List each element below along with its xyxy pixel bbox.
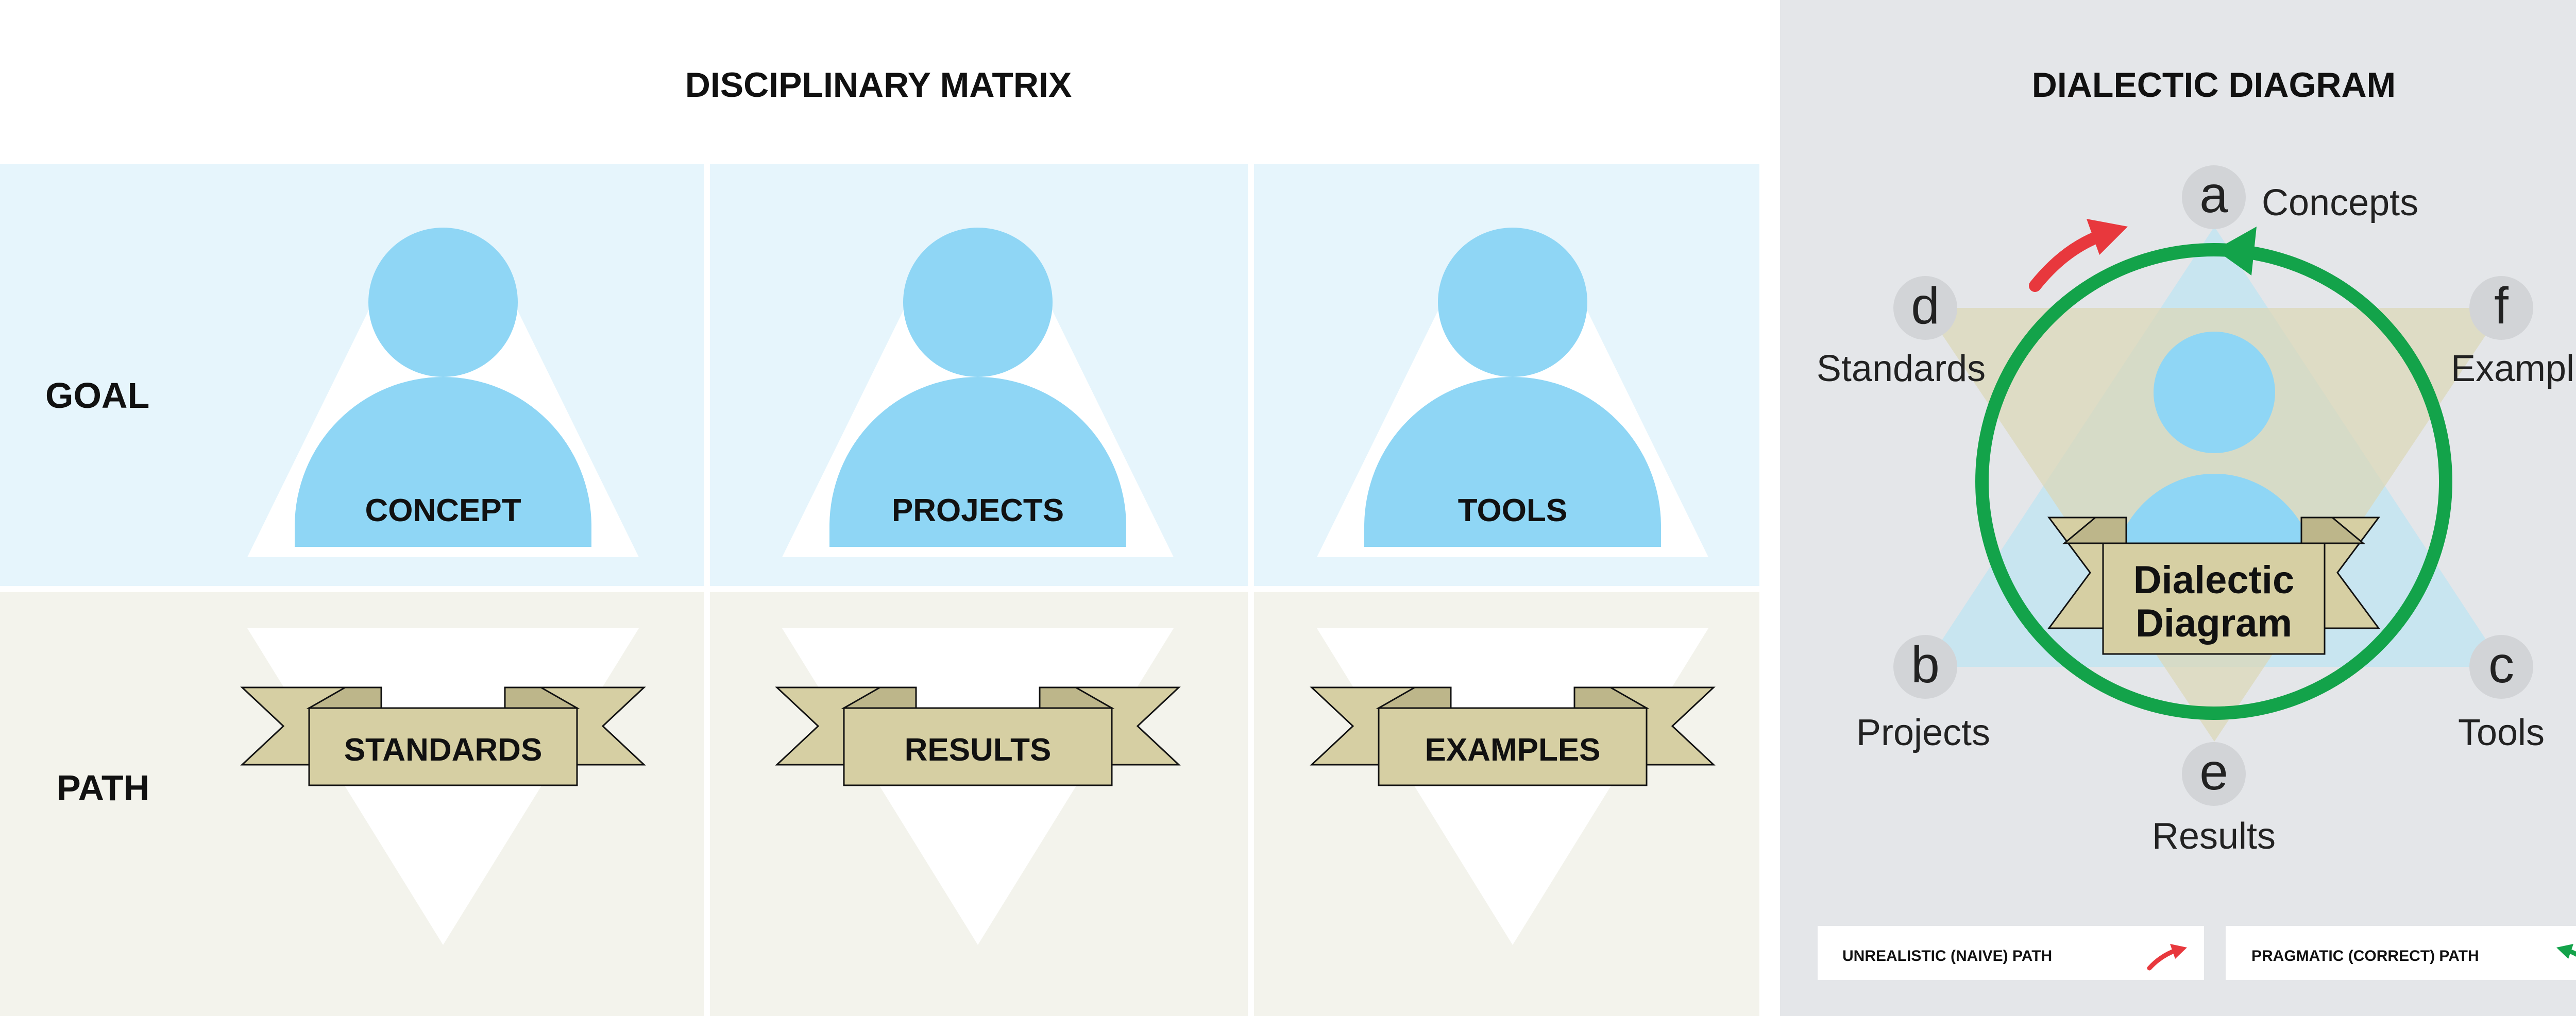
node-label: Tools (2458, 712, 2545, 753)
matrix-title: DISCIPLINARY MATRIX (685, 65, 1072, 105)
row-divider (0, 586, 1759, 592)
disciplinary-matrix-panel: DISCIPLINARY MATRIX GOAL PATH CONCEPT PR… (0, 65, 1759, 1016)
node-circle (2182, 165, 2246, 229)
center-ribbon-banner: Dialectic Diagram (2047, 516, 2380, 655)
node-circle (1893, 635, 1957, 699)
goal-cell-projects: PROJECTS (782, 228, 1174, 557)
node-letter: f (2494, 277, 2509, 335)
path-cell-standards: STANDARDS (241, 628, 645, 945)
row-label-path: PATH (57, 768, 149, 808)
legend-pragmatic-label: PRAGMATIC (CORRECT) PATH (2251, 948, 2479, 965)
node-label: Results (2152, 816, 2276, 857)
node-label: Standards (1817, 348, 1986, 389)
dialectic-diagram-panel: DIALECTIC DIAGRAM Dialectic Diagram (1780, 0, 2576, 1016)
node-letter: a (2199, 166, 2228, 223)
path-cell-label: STANDARDS (344, 732, 543, 768)
node-circle (2469, 276, 2533, 340)
path-cell-results: RESULTS (776, 628, 1180, 945)
node-letter: b (1911, 636, 1940, 694)
node-letter: c (2488, 636, 2514, 694)
legend-box (2226, 926, 2576, 980)
path-cell-label: RESULTS (905, 732, 1052, 768)
goal-cell-label: PROJECTS (892, 493, 1064, 528)
node-circle (2469, 635, 2533, 699)
node-label: Projects (1856, 712, 1990, 753)
node-circle (2182, 742, 2246, 806)
goal-cell-label: CONCEPT (365, 493, 521, 528)
goal-cell-concept: CONCEPT (247, 228, 639, 557)
node-circle (1893, 276, 1957, 340)
legend-naive-label: UNREALISTIC (NAIVE) PATH (1842, 948, 2052, 965)
goal-cell-tools: TOOLS (1317, 228, 1708, 557)
node-label: Concepts (2262, 182, 2418, 223)
path-cell-label: EXAMPLES (1425, 732, 1600, 768)
node-e: e Results (2152, 742, 2276, 857)
node-label: Examples (2451, 348, 2576, 389)
goal-cell-label: TOOLS (1458, 493, 1567, 528)
node-c: c Tools (2458, 635, 2545, 753)
row-label-goal: GOAL (45, 375, 149, 416)
green-arrow-icon-head (2556, 944, 2573, 959)
legend-naive: UNREALISTIC (NAIVE) PATH (1818, 926, 2204, 980)
node-d: d Standards (1817, 276, 1986, 389)
node-a: a Concepts (2182, 165, 2418, 229)
center-label-line1: Dialectic (2133, 558, 2295, 602)
path-cell-examples: EXAMPLES (1311, 628, 1715, 945)
red-arrow-icon-head (2170, 944, 2187, 959)
red-arrowhead (2087, 219, 2128, 255)
node-b: b Projects (1856, 635, 1990, 753)
center-label-line2: Diagram (2136, 601, 2292, 645)
legend-pragmatic: PRAGMATIC (CORRECT) PATH (2226, 926, 2576, 980)
node-f: f Examples (2451, 276, 2576, 389)
node-letter: e (2199, 743, 2228, 801)
node-letter: d (1911, 277, 1940, 335)
legend-box (1818, 926, 2204, 980)
dialectic-title: DIALECTIC DIAGRAM (2032, 65, 2396, 105)
green-arrowhead (2215, 227, 2257, 275)
pragmatic-cycle-arrow (1975, 243, 2452, 720)
